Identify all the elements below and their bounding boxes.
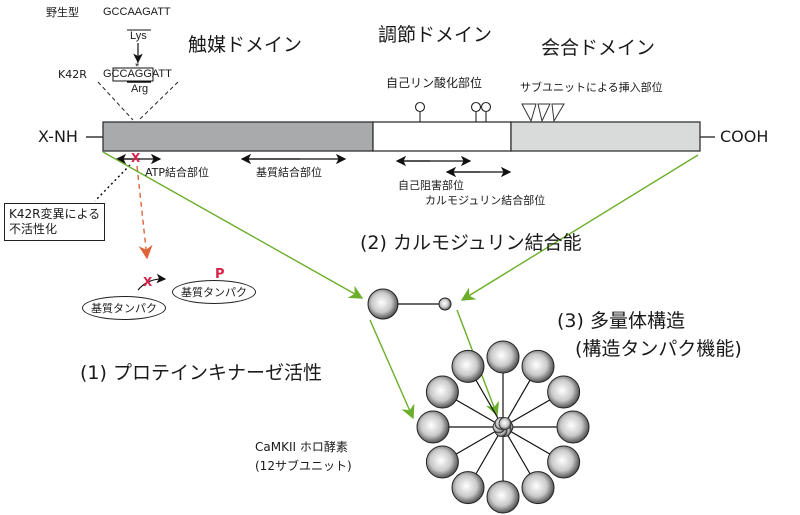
wildtype-label: 野生型 (46, 6, 79, 19)
wildtype-sequence: GCCAAGATT (103, 6, 171, 18)
green-arrow-catalytic-to-monomer (102, 151, 364, 299)
holoenzyme-subunit (451, 349, 485, 383)
zoom-line-left (97, 81, 134, 121)
holoenzyme-subunit (521, 349, 555, 383)
green-arrow-to-holoenzyme-outer (369, 319, 415, 420)
holoenzyme-subunit (451, 471, 485, 505)
mutation-mark: * (135, 61, 140, 73)
function-2-label: (2) カルモジュリン結合能 (360, 232, 582, 254)
holoenzyme-subunit (556, 410, 590, 444)
holoenzyme-hub-domain (498, 417, 512, 430)
c-terminus-label: COOH (720, 127, 769, 146)
regulatory-domain-title: 調節ドメイン (378, 24, 493, 46)
inactivation-line1: K42R変異による (9, 207, 101, 221)
mutant-label: K42R (58, 68, 87, 81)
substrate-protein-before: 基質タンパク (82, 296, 166, 320)
holoenzyme-subunit (547, 445, 581, 479)
mutant-sequence: GCCAGGATT (103, 68, 172, 80)
n-terminus-label: X-NH (38, 127, 78, 146)
catalytic-domain-title: 触媒ドメイン (188, 34, 303, 56)
wildtype-aa: Lys (130, 30, 147, 42)
holoenzyme-subunit (425, 445, 459, 479)
inactivation-box: K42R変異による 不活性化 (4, 203, 106, 241)
codon-box (112, 67, 154, 82)
holoenzyme-subunit (521, 471, 555, 505)
phospho-mark: P (215, 267, 225, 282)
inactivation-pointer (94, 164, 131, 202)
atp-site-label: ATP結合部位 (145, 166, 210, 179)
holoenzyme-subunit (416, 410, 450, 444)
insertion-site-label: サブユニットによる挿入部位 (520, 81, 663, 94)
holoenzyme-subunit (486, 480, 520, 514)
holoenzyme-model (416, 340, 590, 514)
function-3-line2: (構造タンパク機能) (575, 338, 742, 360)
subunit-monomer (367, 288, 452, 320)
inactivation-arrow (136, 165, 153, 260)
autophos-site-label: 自己リン酸化部位 (386, 76, 483, 90)
atp-block-mark: X (131, 151, 141, 165)
substrate-site-label: 基質結合部位 (256, 166, 322, 179)
association-domain-title: 会合ドメイン (541, 37, 656, 59)
holoenzyme-subunit (486, 340, 520, 374)
association-domain-bar (510, 121, 701, 152)
autophos-site-markers (414, 101, 492, 122)
mutant-aa: Arg (131, 83, 149, 95)
holoenzyme-label-line1: CaMKII ホロ酵素 (255, 440, 348, 454)
insertion-site-markers (521, 103, 565, 123)
catalytic-domain-bar (102, 121, 374, 152)
reaction-block-mark: X (143, 275, 153, 289)
green-arrow-association-to-monomer (460, 154, 699, 301)
autoinhibit-site-label: 自己阻害部位 (398, 179, 464, 192)
calmodulin-site-label: カルモジュリン結合部位 (425, 194, 546, 207)
function-1-label: (1) プロテインキナーゼ活性 (80, 362, 322, 384)
zoom-line-right (138, 81, 179, 121)
substrate-protein-after: 基質タンパク (172, 280, 256, 304)
function-3-line1: (3) 多量体構造 (557, 310, 685, 332)
reaction-arrow (137, 273, 167, 291)
inactivation-line2: 不活性化 (9, 222, 58, 236)
holoenzyme-subunit (425, 375, 459, 409)
holoenzyme-label-line2: (12サブユニット) (255, 459, 352, 473)
holoenzyme-subunit (547, 375, 581, 409)
regulatory-domain-bar (372, 121, 512, 152)
